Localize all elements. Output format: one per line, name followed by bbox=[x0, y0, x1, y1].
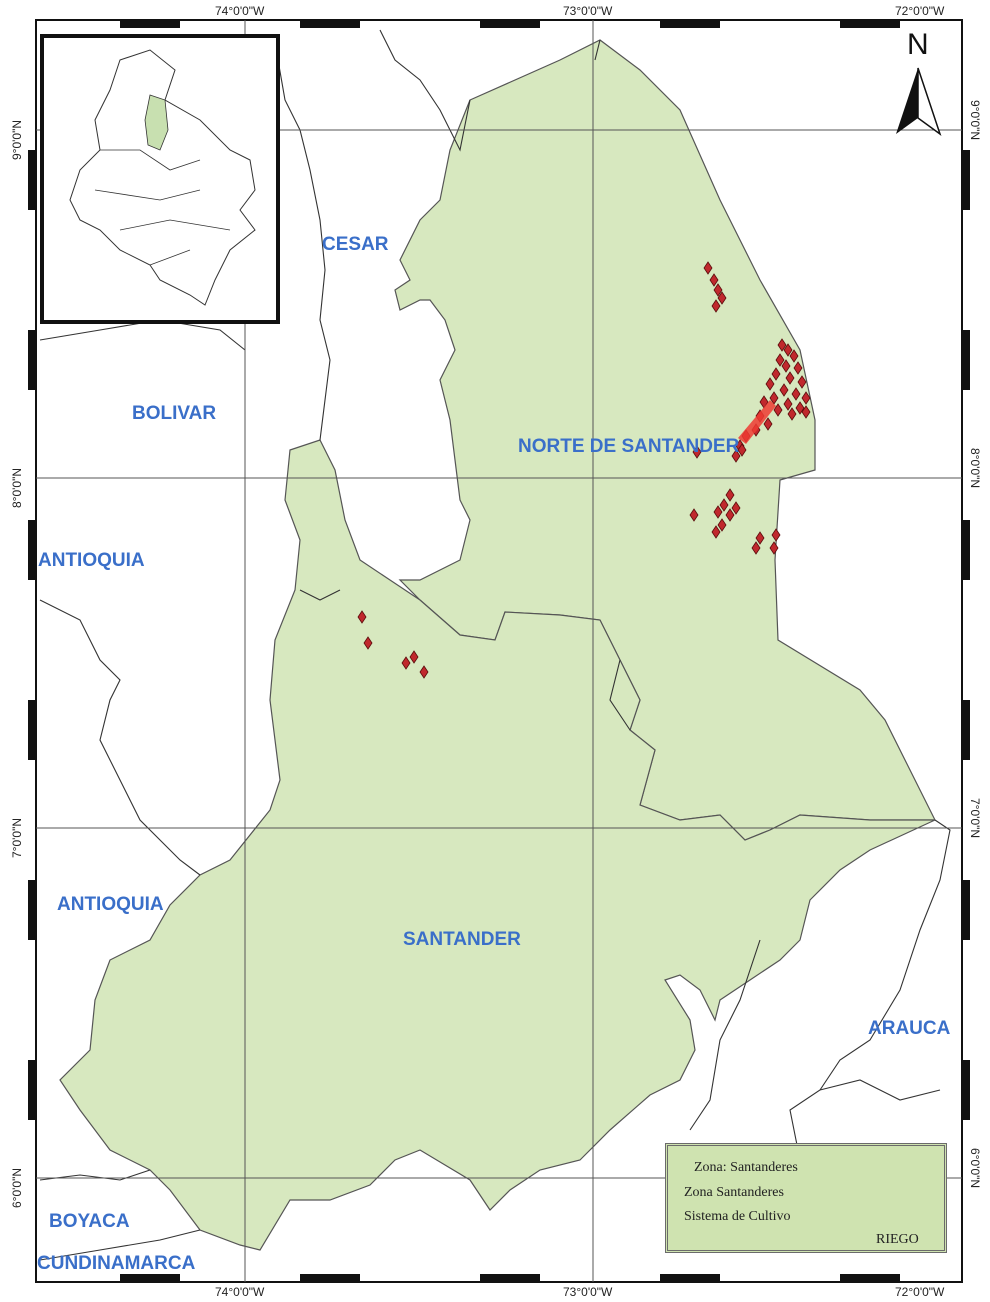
riego-marker bbox=[783, 397, 793, 411]
riego-marker bbox=[779, 383, 789, 397]
riego-marker bbox=[363, 636, 373, 650]
legend-title: Zona: Santanderes bbox=[694, 1160, 798, 1175]
riego-marker bbox=[709, 273, 719, 287]
coord-left-8n: 8°0'0"N bbox=[10, 467, 24, 508]
riego-marker bbox=[797, 375, 807, 389]
legend-system: Sistema de Cultivo bbox=[684, 1209, 791, 1224]
coord-right-8n: 8°0'0"N bbox=[968, 448, 982, 489]
riego-marker bbox=[771, 528, 781, 542]
label-arauca: ARAUCA bbox=[868, 1018, 951, 1039]
legend-riego: RIEGO bbox=[876, 1232, 919, 1247]
riego-marker bbox=[703, 261, 713, 275]
riego-marker bbox=[763, 417, 773, 431]
riego-marker bbox=[717, 291, 727, 305]
legend-layer: Zona Santanderes bbox=[684, 1185, 784, 1200]
riego-marker bbox=[793, 361, 803, 375]
coord-top-74w: 74°0'0"W bbox=[215, 4, 265, 18]
riego-markers bbox=[357, 261, 811, 679]
riego-marker bbox=[755, 531, 765, 545]
frame-ticks bbox=[28, 20, 970, 1282]
label-cesar: CESAR bbox=[322, 234, 389, 255]
riego-marker bbox=[711, 299, 721, 313]
riego-marker bbox=[689, 508, 699, 522]
riego-marker bbox=[801, 391, 811, 405]
riego-marker bbox=[711, 525, 721, 539]
inset-map bbox=[40, 34, 280, 324]
north-arrow-icon bbox=[896, 67, 942, 136]
riego-marker bbox=[775, 353, 785, 367]
riego-marker bbox=[717, 518, 727, 532]
riego-marker bbox=[777, 338, 787, 352]
label-boyaca: BOYACA bbox=[49, 1211, 130, 1232]
riego-marker bbox=[725, 488, 735, 502]
riego-marker bbox=[773, 403, 783, 417]
riego-cluster bbox=[738, 400, 776, 444]
coord-top-73w: 73°0'0"W bbox=[563, 4, 613, 18]
riego-marker bbox=[692, 445, 702, 459]
label-cundinamarca: CUNDINAMARCA bbox=[37, 1253, 196, 1274]
riego-marker bbox=[719, 498, 729, 512]
label-antioquia-south: ANTIOQUIA bbox=[57, 894, 164, 915]
riego-marker bbox=[731, 449, 741, 463]
coord-left-7n: 7°0'0"N bbox=[10, 817, 24, 858]
riego-marker bbox=[713, 283, 723, 297]
coord-right-6n: 6°0'0"N bbox=[968, 1148, 982, 1189]
riego-marker bbox=[751, 541, 761, 555]
coord-left-6n: 6°0'0"N bbox=[10, 1167, 24, 1208]
coord-right-7n: 7°0'0"N bbox=[968, 798, 982, 839]
legend: Zona: Santanderes Zona Santanderes Siste… bbox=[665, 1143, 947, 1253]
label-norte-de-santander: NORTE DE SANTANDER bbox=[518, 436, 740, 457]
coord-right-9n: 9°0'0"N bbox=[968, 100, 982, 141]
riego-marker bbox=[783, 343, 793, 357]
riego-marker bbox=[765, 377, 775, 391]
coord-bottom-72w: 72°0'0"W bbox=[895, 1285, 945, 1299]
riego-marker bbox=[357, 610, 367, 624]
riego-marker bbox=[795, 401, 805, 415]
riego-marker bbox=[713, 505, 723, 519]
riego-marker bbox=[731, 501, 741, 515]
riego-marker bbox=[409, 650, 419, 664]
riego-marker bbox=[401, 656, 411, 670]
coord-left-9n: 9°0'0"N bbox=[10, 119, 24, 160]
riego-marker bbox=[419, 665, 429, 679]
riego-marker bbox=[801, 405, 811, 419]
riego-marker bbox=[769, 541, 779, 555]
riego-marker bbox=[789, 349, 799, 363]
coord-bottom-74w: 74°0'0"W bbox=[215, 1285, 265, 1299]
coord-bottom-73w: 73°0'0"W bbox=[563, 1285, 613, 1299]
label-antioquia-north: ANTIOQUIA bbox=[38, 550, 145, 571]
coord-top-72w: 72°0'0"W bbox=[895, 4, 945, 18]
boundary-lines bbox=[39, 29, 951, 1261]
riego-marker bbox=[771, 367, 781, 381]
label-bolivar: BOLIVAR bbox=[132, 403, 217, 424]
riego-marker bbox=[791, 387, 801, 401]
riego-marker bbox=[725, 508, 735, 522]
riego-marker bbox=[737, 443, 747, 457]
riego-marker bbox=[781, 359, 791, 373]
north-arrow-letter: N bbox=[907, 28, 929, 61]
riego-marker bbox=[787, 407, 797, 421]
label-santander: SANTANDER bbox=[403, 929, 521, 950]
riego-marker bbox=[785, 371, 795, 385]
